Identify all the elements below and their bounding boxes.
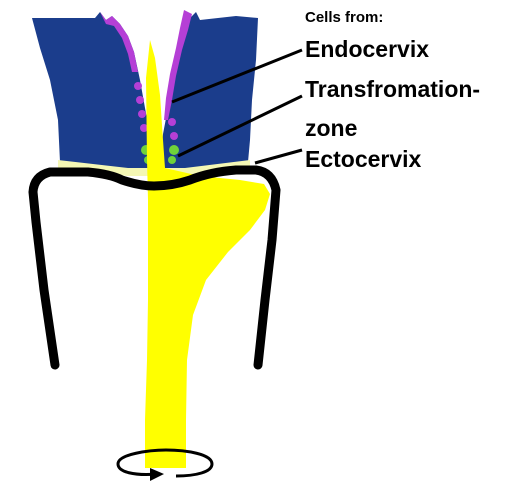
gland-opening <box>170 132 178 140</box>
ectocervix-label: Ectocervix <box>305 148 421 171</box>
transformation-zone-right-lower <box>168 156 176 164</box>
gland-opening <box>136 96 144 104</box>
transformation-zone-label-line2: zone <box>305 117 357 140</box>
transformation-zone-label-line1: Transfromation- <box>305 78 480 101</box>
gland-opening <box>134 82 142 90</box>
pointer-line-ectocervix <box>255 150 302 163</box>
cells-from-heading: Cells from: <box>305 10 383 25</box>
gland-opening <box>168 118 176 126</box>
transformation-zone-right <box>169 145 179 155</box>
gland-opening <box>138 110 146 118</box>
endocervix-label: Endocervix <box>305 38 429 61</box>
rotation-arrow-head <box>150 468 164 481</box>
